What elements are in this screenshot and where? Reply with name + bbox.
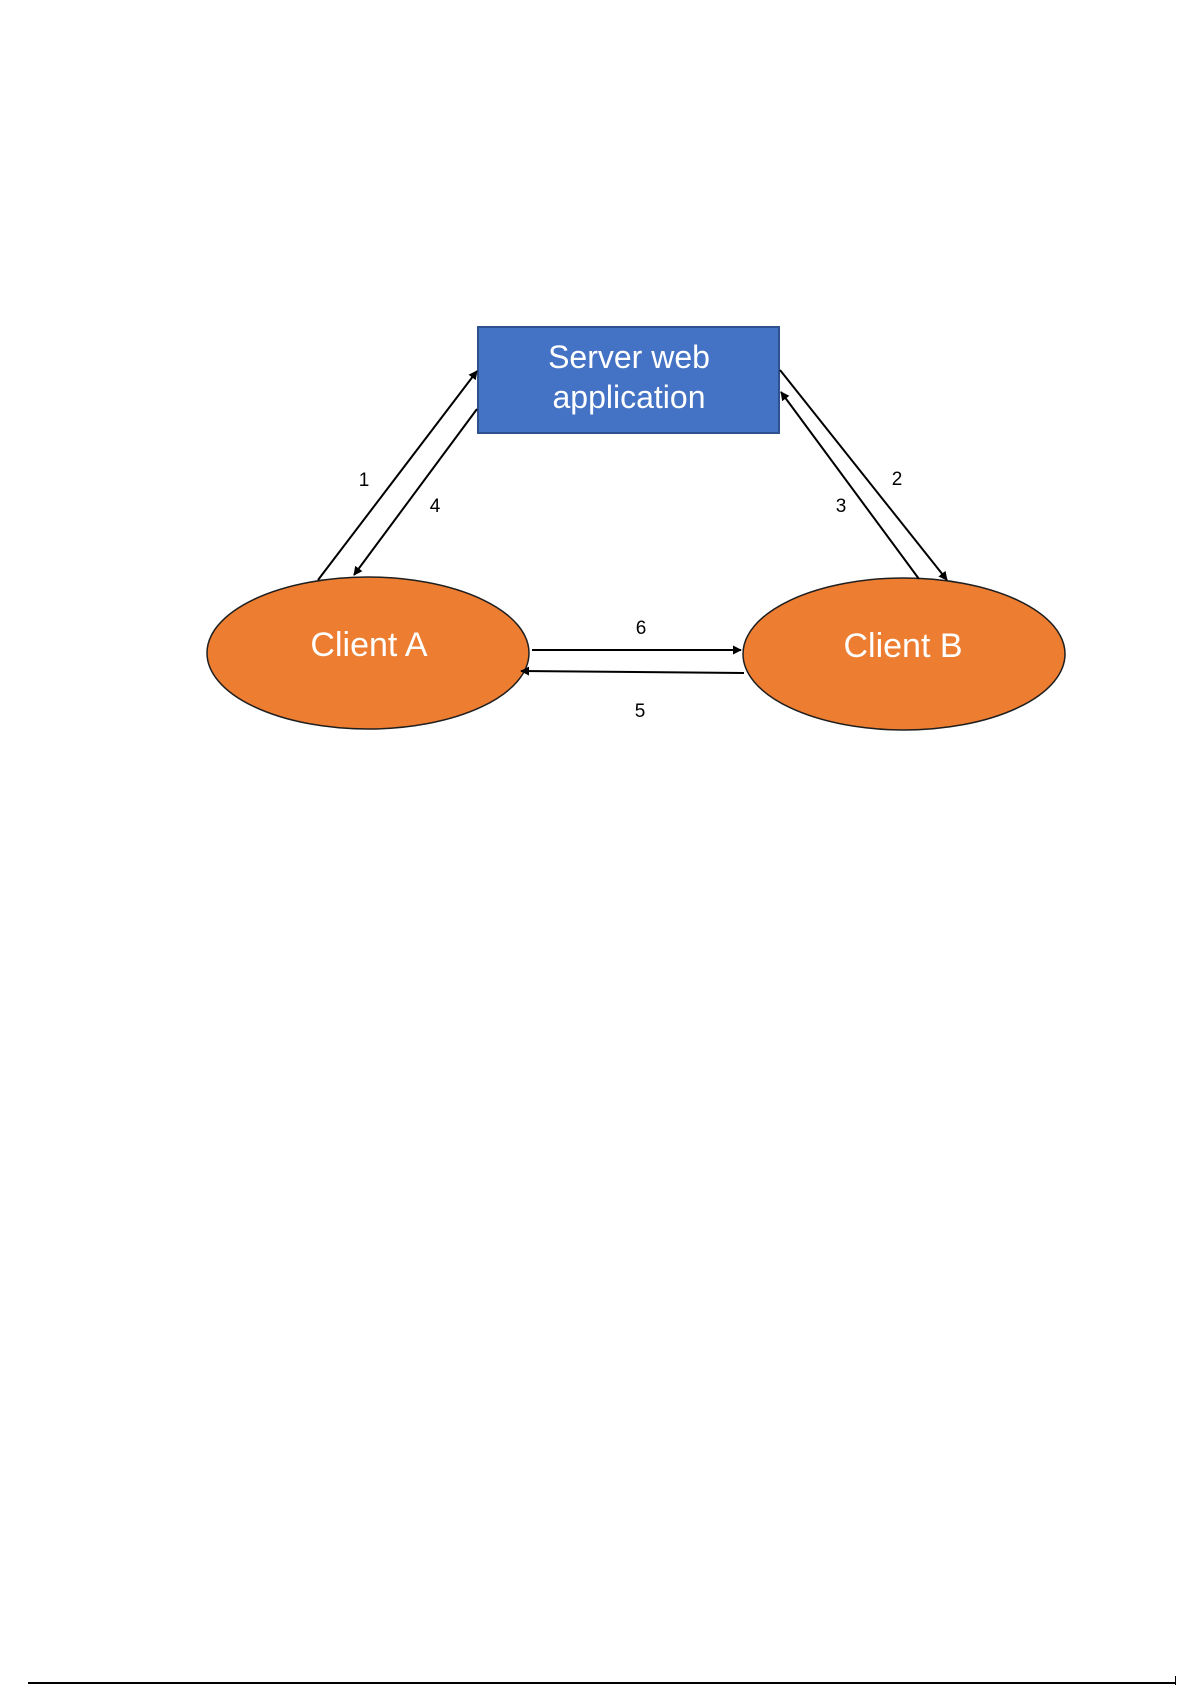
edge-4-arrow — [354, 409, 477, 575]
client-a-node: Client A — [207, 577, 529, 729]
page-corner-mark — [1175, 1676, 1176, 1685]
server-label-line2: application — [553, 379, 706, 415]
edge-4-label: 4 — [430, 496, 441, 517]
server-node: Server web application — [478, 327, 779, 433]
page-bottom-rule — [28, 1682, 1175, 1684]
edge-2-label: 2 — [892, 469, 903, 490]
edge-6-label: 6 — [636, 618, 647, 639]
edge-2-arrow — [780, 370, 947, 580]
client-b-node: Client B — [743, 578, 1065, 730]
server-label-line1: Server web — [548, 339, 710, 375]
edge-5-label: 5 — [635, 701, 646, 722]
edge-1-arrow — [318, 371, 477, 580]
edge-1-label: 1 — [359, 470, 370, 491]
edge-3-label: 3 — [836, 496, 847, 517]
edge-5-arrow — [521, 671, 744, 673]
client-b-label: Client B — [843, 627, 962, 665]
client-a-label: Client A — [310, 626, 427, 664]
